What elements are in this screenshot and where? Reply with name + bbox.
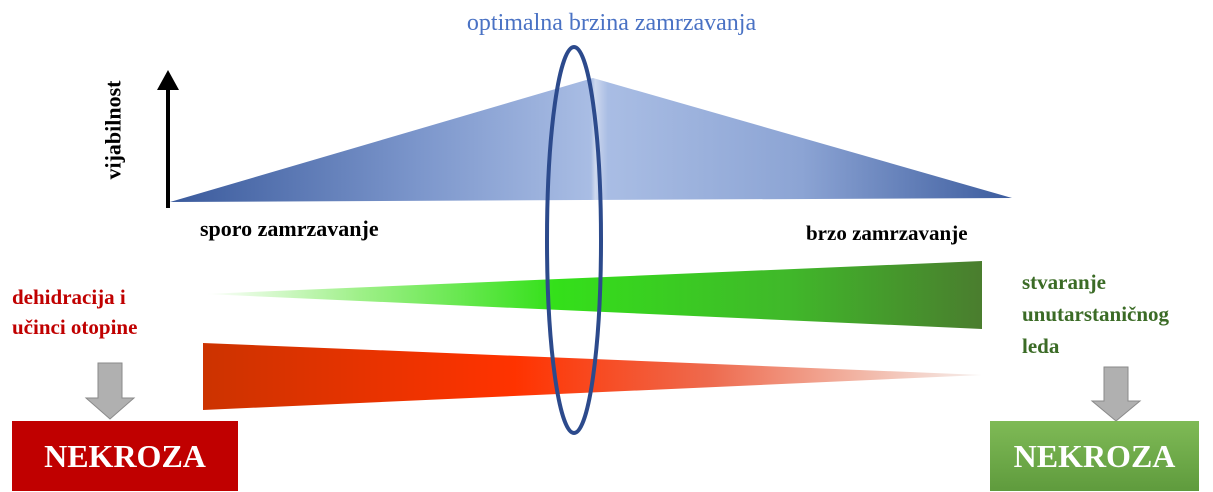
solute-effects-line-2: učinci otopine [12, 315, 138, 339]
ice-formation-line-3: leda [1022, 334, 1060, 358]
solute-effects-line-1: dehidracija i [12, 285, 126, 309]
fast-freezing-label: brzo zamrzavanje [806, 221, 968, 245]
ice-formation-line-2: unutarstaničnog [1022, 302, 1170, 326]
ice-formation-label: stvaranje unutarstaničnog leda [1022, 266, 1207, 362]
necrosis-box-right: NEKROZA [990, 421, 1199, 491]
viability-triangle [170, 78, 1012, 202]
viability-axis-label: vijabilnost [101, 80, 126, 180]
necrosis-box-left: NEKROZA [12, 421, 238, 491]
diagram-title: optimalna brzina zamrzavanja [466, 10, 757, 36]
optimal-rate-ellipse [545, 45, 603, 435]
necrosis-label-right: NEKROZA [1013, 437, 1176, 474]
left-down-arrow-icon [84, 362, 136, 420]
viability-axis-label-wrap: vijabilnost [84, 40, 144, 220]
ice-formation-line-1: stvaranje [1022, 270, 1106, 294]
solute-effects-label: dehidracija i učinci otopine [12, 282, 212, 342]
ice-formation-wedge [205, 261, 982, 329]
right-down-arrow-icon [1090, 366, 1142, 422]
necrosis-label-left: NEKROZA [44, 437, 206, 474]
viability-axis-arrowhead-icon [157, 70, 179, 90]
slow-freezing-label: sporo zamrzavanje [200, 216, 379, 241]
